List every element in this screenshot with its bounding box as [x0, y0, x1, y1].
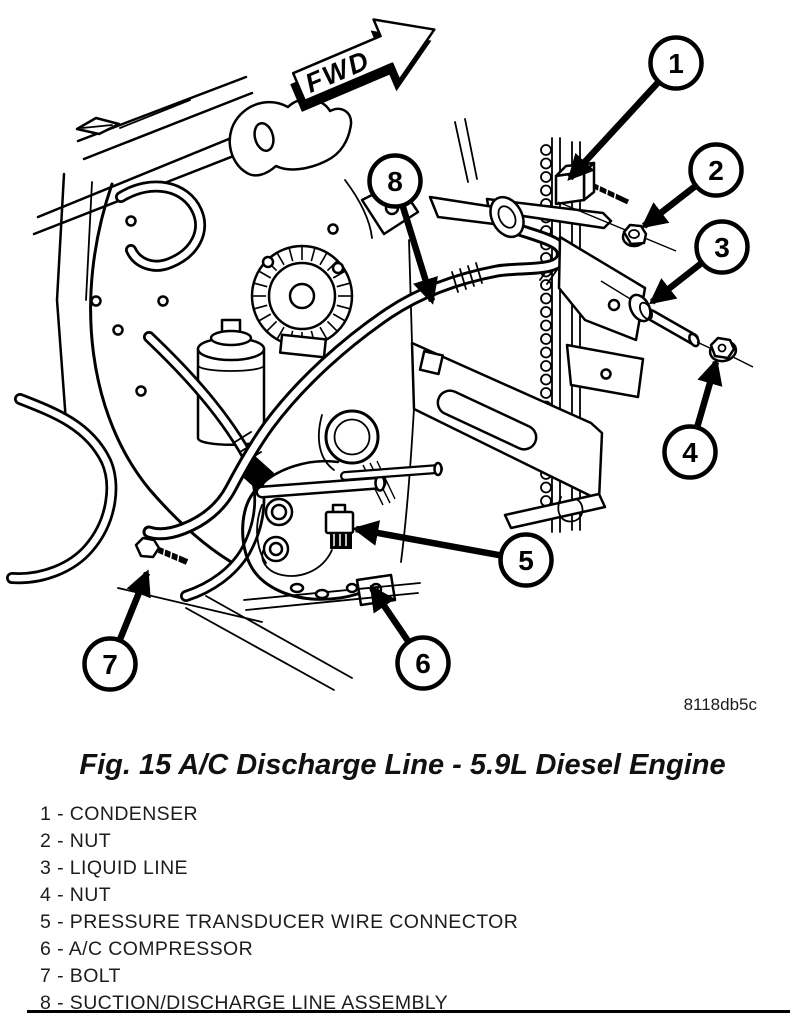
brackets-art [557, 223, 754, 399]
pressure-transducer-connector [261, 503, 355, 577]
legend-item-separator: - [51, 938, 69, 960]
legend-item-number: 2 [40, 830, 52, 852]
callout-1: 1 [567, 35, 704, 181]
legend-item-separator: - [51, 857, 70, 879]
callout-2-circle [688, 142, 744, 198]
legend-item-label: BOLT [69, 965, 121, 987]
legend-item-4: 4 - NUT [40, 882, 785, 909]
liquid-line [600, 280, 754, 368]
engine-art [6, 75, 478, 602]
callout-2-number: 2 [708, 155, 724, 186]
legend-item-5: 5 - PRESSURE TRANSDUCER WIRE CONNECTOR [40, 909, 785, 936]
mounting-plate-art [400, 341, 604, 563]
legend-item-1: 1 - CONDENSER [40, 801, 785, 828]
callout-7: 7 [82, 569, 151, 692]
callout-2: 2 [640, 142, 744, 229]
callout-4-arrow [693, 358, 723, 429]
legend-item-number: 3 [40, 857, 52, 879]
callout-6-circle [395, 635, 451, 691]
legend-item-number: 7 [40, 965, 52, 987]
bottom-rule [27, 1010, 790, 1013]
callout-6: 6 [369, 584, 451, 691]
legend-item-separator: - [51, 884, 70, 906]
alternator-fins [252, 246, 352, 346]
legend-item-label: SUCTION/DISCHARGE LINE ASSEMBLY [69, 992, 449, 1014]
legend-item-separator: - [51, 803, 70, 825]
callout-8-number: 8 [387, 166, 403, 197]
compressor-art [117, 459, 443, 691]
callout-8-arrow [399, 204, 438, 305]
legend-item-2: 2 - NUT [40, 828, 785, 855]
callout-3-number: 3 [714, 232, 730, 263]
callout-6-number: 6 [415, 648, 431, 679]
callout-5-arrow [352, 520, 502, 559]
condenser-lower-art [503, 492, 607, 530]
legend-item-7: 7 - BOLT [40, 963, 785, 990]
callout-7-arrow [116, 569, 151, 642]
legend-item-label: LIQUID LINE [69, 857, 188, 879]
legend-item-8: 8 - SUCTION/DISCHARGE LINE ASSEMBLY [40, 990, 785, 1017]
nut-2 [621, 223, 648, 248]
legend-item-number: 1 [40, 803, 52, 825]
callout-8-circle [367, 153, 423, 209]
callout-5-number: 5 [518, 545, 534, 576]
legend-item-number: 8 [40, 992, 52, 1014]
image-code: 8118db5c [683, 695, 757, 714]
legend-item-label: PRESSURE TRANSDUCER WIRE CONNECTOR [69, 911, 519, 933]
legend-item-separator: - [51, 830, 70, 852]
callout-1-arrow [567, 79, 662, 181]
legend-item-label: CONDENSER [69, 803, 198, 825]
legend-item-number: 6 [40, 938, 52, 960]
legend-item-label: A/C COMPRESSOR [68, 938, 254, 960]
legend-item-label: NUT [69, 830, 112, 852]
callout-4: 4 [662, 358, 723, 480]
mounting-bolt [134, 536, 189, 566]
callout-3: 3 [648, 219, 750, 305]
legend-item-number: 4 [40, 884, 52, 906]
callout-5-circle [498, 532, 554, 588]
callout-3-arrow [648, 260, 704, 305]
legend-item-3: 3 - LIQUID LINE [40, 855, 785, 882]
callout-4-circle [662, 424, 718, 480]
nut-4 [708, 336, 738, 363]
callout-7-number: 7 [102, 649, 118, 680]
figure-caption: Fig. 15 A/C Discharge Line - 5.9L Diesel… [79, 749, 726, 781]
legend-item-number: 5 [40, 911, 52, 933]
fwd-arrow: FWD [290, 18, 436, 112]
callout-4-number: 4 [682, 437, 698, 468]
legend-item-label: NUT [69, 884, 112, 906]
legend-item-separator: - [51, 965, 70, 987]
callout-7-circle [82, 636, 138, 692]
legend-item-separator: - [51, 911, 70, 933]
callout-1-number: 1 [668, 48, 684, 79]
legend-item-6: 6 - A/C COMPRESSOR [40, 936, 785, 963]
callout-2-arrow [640, 183, 698, 229]
callouts-layer: 1 2 3 4 5 6 7 8 [82, 35, 750, 692]
callout-1-circle [648, 35, 704, 91]
figure-diagram: FWD 1 2 3 4 5 6 7 8 [6, 18, 754, 692]
callout-8: 8 [367, 153, 438, 305]
callout-5: 5 [352, 520, 554, 588]
callout-6-arrow [369, 584, 412, 644]
legend-item-separator: - [51, 992, 70, 1014]
callout-3-circle [694, 219, 750, 275]
